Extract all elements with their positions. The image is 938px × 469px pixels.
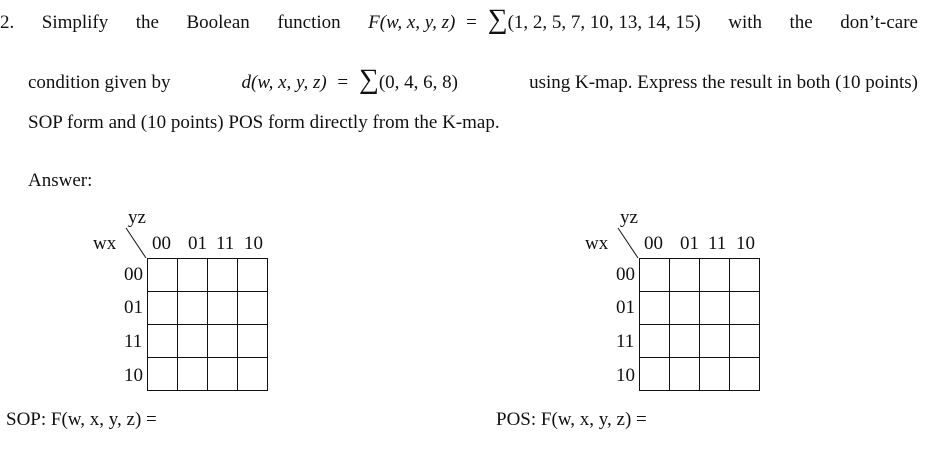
question-word: Boolean: [186, 12, 250, 33]
kmap-col-label: 00: [152, 233, 171, 254]
question-line-1: 2. Simplify the Boolean function F(w, x,…: [0, 6, 918, 34]
kmap-cell[interactable]: [729, 291, 760, 325]
kmap-row-label: 01: [616, 297, 635, 318]
kmap-cell[interactable]: [729, 324, 760, 358]
kmap-cell[interactable]: [147, 258, 178, 292]
kmap-cell[interactable]: [207, 258, 238, 292]
dontcare-list: (0, 4, 6, 8): [378, 72, 459, 93]
kmap-col-label: 01: [680, 233, 699, 254]
kmap-cell[interactable]: [207, 357, 238, 391]
kmap-cell[interactable]: [147, 324, 178, 358]
kmap-col-label: 10: [244, 233, 263, 254]
kmap-row-label: 10: [124, 365, 143, 386]
kmap-cell[interactable]: [147, 357, 178, 391]
function-formula: F(w, x, y, z) = ∑(1, 2, 5, 7, 10, 13, 14…: [368, 6, 701, 34]
kmap-col-var: yz: [620, 207, 638, 228]
function-name: F(w, x, y, z): [368, 12, 456, 33]
kmap-col-var: yz: [128, 207, 146, 228]
question-word: don’t-care: [840, 12, 918, 33]
kmap-cell[interactable]: [177, 291, 208, 325]
kmap-cell[interactable]: [639, 258, 670, 292]
kmap-cell[interactable]: [669, 291, 700, 325]
kmap-cell[interactable]: [237, 258, 268, 292]
question-word: the: [789, 12, 813, 33]
question-word: the: [135, 12, 159, 33]
question-text: condition given by: [28, 72, 171, 93]
minterm-list: (1, 2, 5, 7, 10, 13, 14, 15): [507, 12, 701, 33]
kmap-cell[interactable]: [237, 291, 268, 325]
question-word: with: [728, 12, 763, 33]
dontcare-name: d(w, x, y, z): [241, 72, 327, 93]
kmap-cell[interactable]: [177, 324, 208, 358]
kmap-diagonal: [617, 227, 639, 259]
kmap-diagonal: [125, 227, 147, 259]
kmap-row: [147, 324, 268, 358]
kmap-col-label: 11: [708, 233, 727, 254]
kmap-row-label: 00: [124, 264, 143, 285]
sop-result-label: SOP: F(w, x, y, z) =: [6, 409, 157, 430]
question-word: Simplify: [41, 12, 109, 33]
kmap-cell[interactable]: [729, 357, 760, 391]
kmap-col-label: 11: [216, 233, 235, 254]
sigma-icon: ∑: [487, 4, 508, 35]
question-text: using K-map. Express the result in both …: [529, 72, 918, 93]
kmap-cell[interactable]: [639, 357, 670, 391]
question-line-3: SOP form and (10 points) POS form direct…: [28, 112, 500, 133]
kmap-cell[interactable]: [729, 258, 760, 292]
kmap-row-label: 00: [616, 264, 635, 285]
kmap-row: [147, 258, 268, 292]
kmap-col-label: 10: [736, 233, 755, 254]
kmap-cell[interactable]: [639, 324, 670, 358]
kmap-row-label: 01: [124, 297, 143, 318]
kmap-cell[interactable]: [639, 291, 670, 325]
kmap-row: [639, 258, 760, 292]
kmap-col-label: 01: [188, 233, 207, 254]
kmap-row: [639, 324, 760, 358]
kmap-row-label: 10: [616, 365, 635, 386]
equals-sign: =: [466, 12, 477, 33]
kmap-cell[interactable]: [699, 324, 730, 358]
kmap-cell[interactable]: [699, 291, 730, 325]
kmap-cell[interactable]: [669, 258, 700, 292]
kmap-row: [639, 357, 760, 391]
kmap-cell[interactable]: [237, 324, 268, 358]
equals-sign: =: [337, 72, 349, 93]
kmap-cell[interactable]: [207, 291, 238, 325]
kmap-row-label: 11: [124, 331, 143, 352]
kmap-cell[interactable]: [669, 324, 700, 358]
kmap-row: [147, 357, 268, 391]
dontcare-formula: d(w, x, y, z) = ∑(0, 4, 6, 8): [242, 66, 458, 94]
kmap-cell[interactable]: [669, 357, 700, 391]
kmap-grid: [147, 258, 268, 391]
sigma-icon: ∑: [358, 64, 379, 95]
pos-result-label: POS: F(w, x, y, z) =: [496, 409, 647, 430]
kmap-row: [147, 291, 268, 325]
kmap-cell[interactable]: [177, 357, 208, 391]
kmap-cell[interactable]: [147, 291, 178, 325]
kmap-row: [639, 291, 760, 325]
kmap-cell[interactable]: [699, 357, 730, 391]
kmap-cell[interactable]: [177, 258, 208, 292]
question-line-2: condition given by d(w, x, y, z) = ∑(0, …: [28, 66, 918, 94]
kmap-row-var: wx: [93, 233, 117, 254]
kmap-grid: [639, 258, 760, 391]
question-word: function: [277, 12, 341, 33]
kmap-cell[interactable]: [237, 357, 268, 391]
kmap-cell[interactable]: [207, 324, 238, 358]
question-number: 2.: [0, 12, 15, 33]
kmap-row-label: 11: [616, 331, 635, 352]
kmap-cell[interactable]: [699, 258, 730, 292]
answer-label: Answer:: [28, 170, 93, 191]
kmap-col-label: 00: [644, 233, 663, 254]
kmap-row-var: wx: [585, 233, 609, 254]
